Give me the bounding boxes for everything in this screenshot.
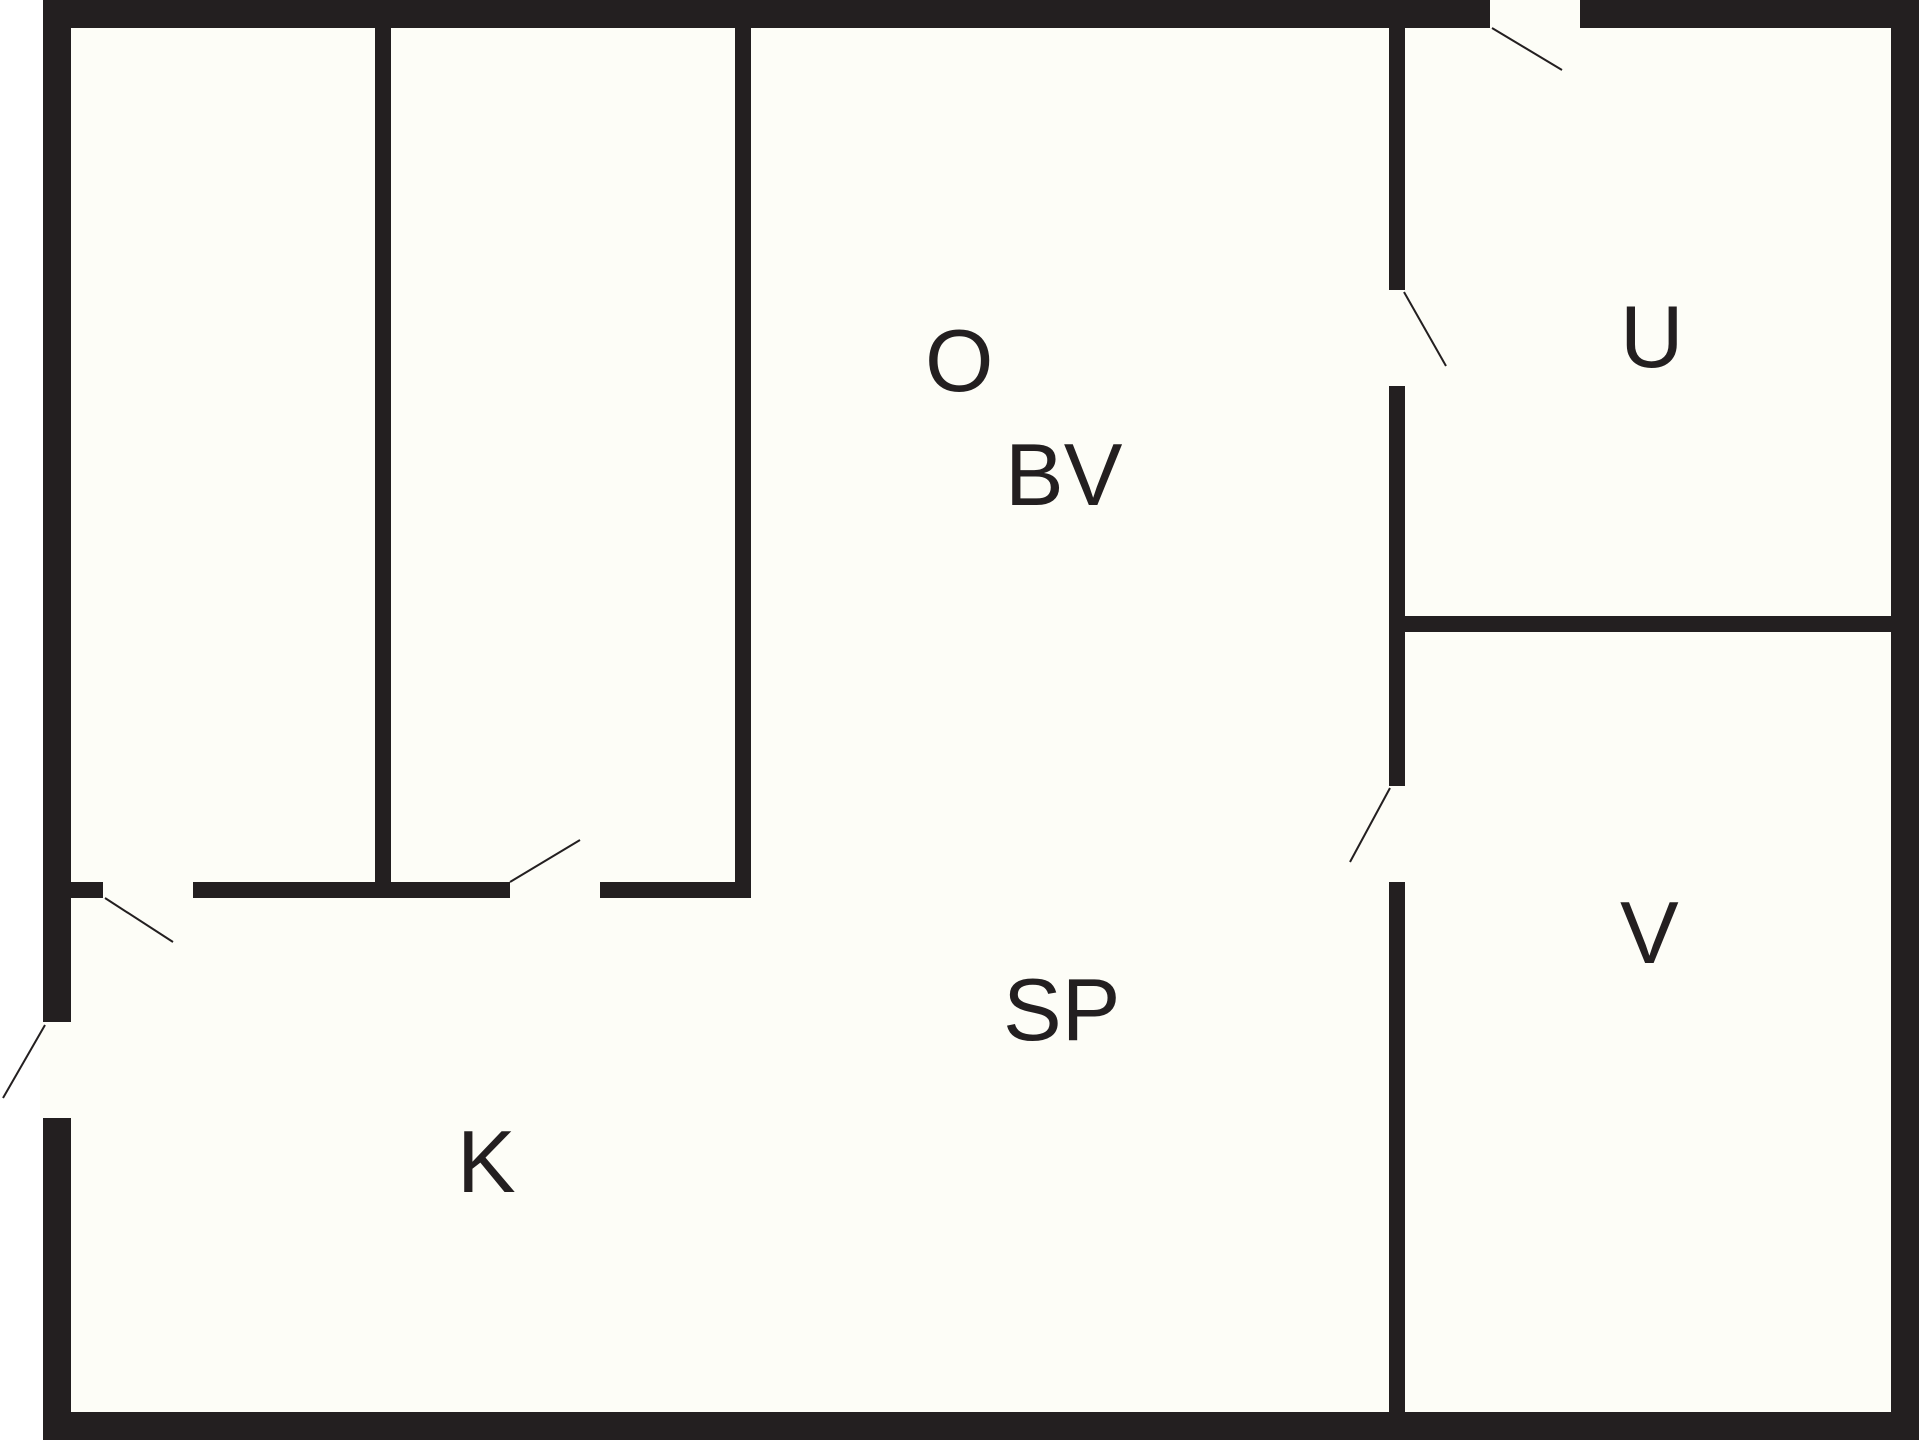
- u-v-divider-wall: [1397, 616, 1891, 632]
- door-swing-v: [1349, 787, 1391, 863]
- outer-wall-bottom: [43, 1412, 1891, 1440]
- outer-wall-top: [43, 0, 1891, 28]
- door-opening-entrance: [40, 1022, 74, 1118]
- door-opening-top-right: [1490, 0, 1580, 30]
- closet-right-wall: [735, 14, 751, 898]
- door-swing-entrance: [2, 1024, 46, 1099]
- door-opening-closet-right: [510, 879, 600, 901]
- room-label-k: K: [457, 1112, 516, 1211]
- door-opening-v: [1386, 786, 1408, 882]
- door-swing-closet-right: [509, 839, 581, 883]
- room-label-bv: BV: [1005, 425, 1123, 524]
- door-swing-closet-left: [104, 897, 174, 943]
- closet-divider-wall: [375, 14, 391, 898]
- outer-wall-right: [1891, 0, 1919, 1440]
- outer-wall-left: [43, 0, 71, 1440]
- door-opening-closet-left: [103, 879, 193, 901]
- room-label-u: U: [1620, 287, 1684, 386]
- central-vertical-wall: [1389, 14, 1405, 1427]
- floor-area: [43, 14, 1891, 1427]
- door-opening-u: [1386, 290, 1408, 386]
- room-label-o: O: [925, 311, 993, 410]
- room-label-v: V: [1620, 883, 1679, 982]
- door-swing-u: [1403, 291, 1447, 367]
- door-swing-top-right: [1491, 27, 1563, 71]
- room-label-sp: SP: [1003, 960, 1120, 1059]
